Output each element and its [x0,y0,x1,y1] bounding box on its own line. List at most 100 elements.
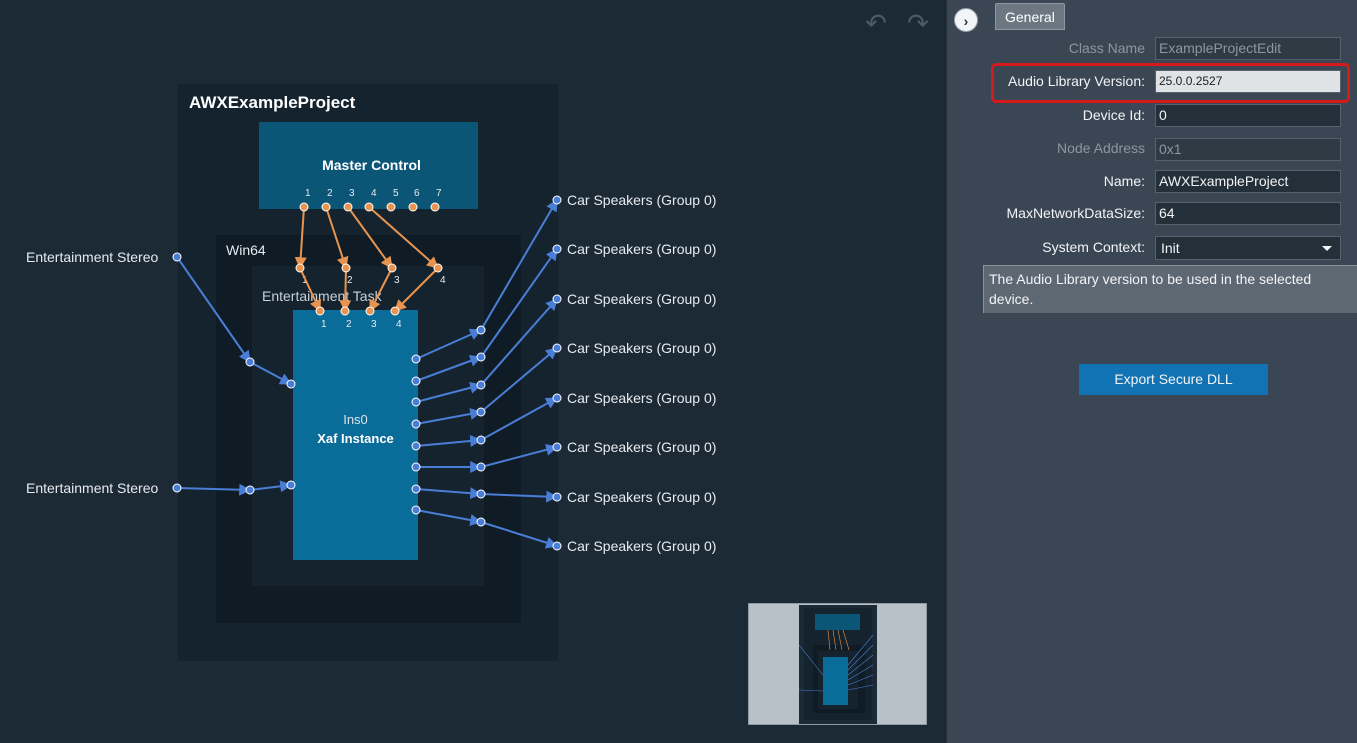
pin[interactable] [552,541,562,551]
task-pin-label: 3 [394,275,400,286]
wire[interactable] [480,347,558,413]
pin[interactable] [411,505,421,515]
wire[interactable] [415,381,483,403]
wire[interactable] [415,509,483,526]
wire[interactable] [480,198,558,331]
pin[interactable] [552,393,562,403]
wire[interactable] [176,483,252,496]
wire[interactable] [415,487,483,500]
instance-type: Xaf Instance [317,431,394,446]
wire[interactable] [480,521,559,549]
wire[interactable] [339,267,352,313]
xaf-instance-block[interactable] [293,310,418,560]
device-id-field[interactable]: 0 [1155,104,1341,127]
minimap-viewport[interactable] [798,605,877,724]
name-field[interactable]: AWXExampleProject [1155,170,1341,193]
pin[interactable] [430,202,440,212]
wire[interactable] [415,435,483,447]
pin[interactable] [476,407,486,417]
wire[interactable] [480,490,559,503]
minimap-preview [798,608,874,720]
class-name-field[interactable]: ExampleProjectEdit [1155,37,1341,60]
system-context-select[interactable]: Init [1155,236,1341,260]
pin[interactable] [387,263,397,273]
pin[interactable] [295,263,305,273]
wire[interactable] [480,248,558,358]
pin[interactable] [476,352,486,362]
wire[interactable] [325,206,349,270]
pin[interactable] [408,202,418,212]
pin[interactable] [433,263,443,273]
pin[interactable] [286,379,296,389]
instance-name: Ins0 [343,412,368,427]
redo-icon[interactable]: ↷ [907,8,929,38]
pin[interactable] [411,462,421,472]
pin[interactable] [552,244,562,254]
win64-label: Win64 [226,242,266,258]
pin[interactable] [245,485,255,495]
output-label: Car Speakers (Group 0) [567,439,717,455]
max-network-data-size-field[interactable]: 64 [1155,202,1341,225]
pin[interactable] [315,306,325,316]
master-control-block[interactable] [259,122,478,209]
node-address-field[interactable]: 0x1 [1155,138,1341,161]
audio-library-version-field[interactable]: 25.0.0.2527 [1155,70,1341,93]
tab-general[interactable]: General [995,3,1065,30]
pin[interactable] [172,252,182,262]
wire[interactable] [415,328,483,360]
pin[interactable] [552,195,562,205]
pin[interactable] [365,306,375,316]
pin[interactable] [245,357,255,367]
pin[interactable] [343,202,353,212]
pin[interactable] [390,306,400,316]
master-pin-label: 3 [349,188,355,199]
chevron-right-icon[interactable]: › [954,8,978,32]
pin[interactable] [476,380,486,390]
wire[interactable] [415,355,483,382]
canvas-area[interactable]: AWXExampleProject Master Control Win64 E… [0,0,946,743]
instance-pin-label: 4 [396,319,402,330]
pin[interactable] [286,480,296,490]
pin[interactable] [476,489,486,499]
pin[interactable] [364,202,374,212]
wire[interactable] [394,267,439,312]
wire[interactable] [347,206,393,269]
project-title: AWXExampleProject [189,93,356,112]
pin[interactable] [411,354,421,364]
wire[interactable] [249,361,293,385]
pin[interactable] [476,517,486,527]
output-label: Car Speakers (Group 0) [567,390,717,406]
pin[interactable] [172,483,182,493]
wire[interactable] [369,267,393,313]
pin[interactable] [340,306,350,316]
pin[interactable] [321,202,331,212]
pin[interactable] [552,442,562,452]
pin[interactable] [552,492,562,502]
wire[interactable] [480,298,558,386]
wire[interactable] [299,267,321,313]
wire[interactable] [294,206,307,270]
instance-pin-label: 2 [346,319,352,330]
pin[interactable] [386,202,396,212]
pin[interactable] [411,376,421,386]
pin[interactable] [476,325,486,335]
wire[interactable] [176,256,251,363]
pin[interactable] [476,462,486,472]
wire[interactable] [415,408,483,425]
pin[interactable] [341,263,351,273]
pin[interactable] [552,294,562,304]
pin[interactable] [411,419,421,429]
wire[interactable] [249,480,293,493]
pin[interactable] [299,202,309,212]
pin[interactable] [552,343,562,353]
undo-icon[interactable]: ↶ [865,8,887,38]
wire[interactable] [480,443,559,468]
wire[interactable] [480,397,559,441]
pin[interactable] [411,484,421,494]
pin[interactable] [411,397,421,407]
pin[interactable] [411,441,421,451]
export-secure-dll-button[interactable]: Export Secure DLL [1079,364,1268,395]
minimap[interactable] [748,603,927,725]
wire[interactable] [368,206,439,269]
pin[interactable] [476,435,486,445]
